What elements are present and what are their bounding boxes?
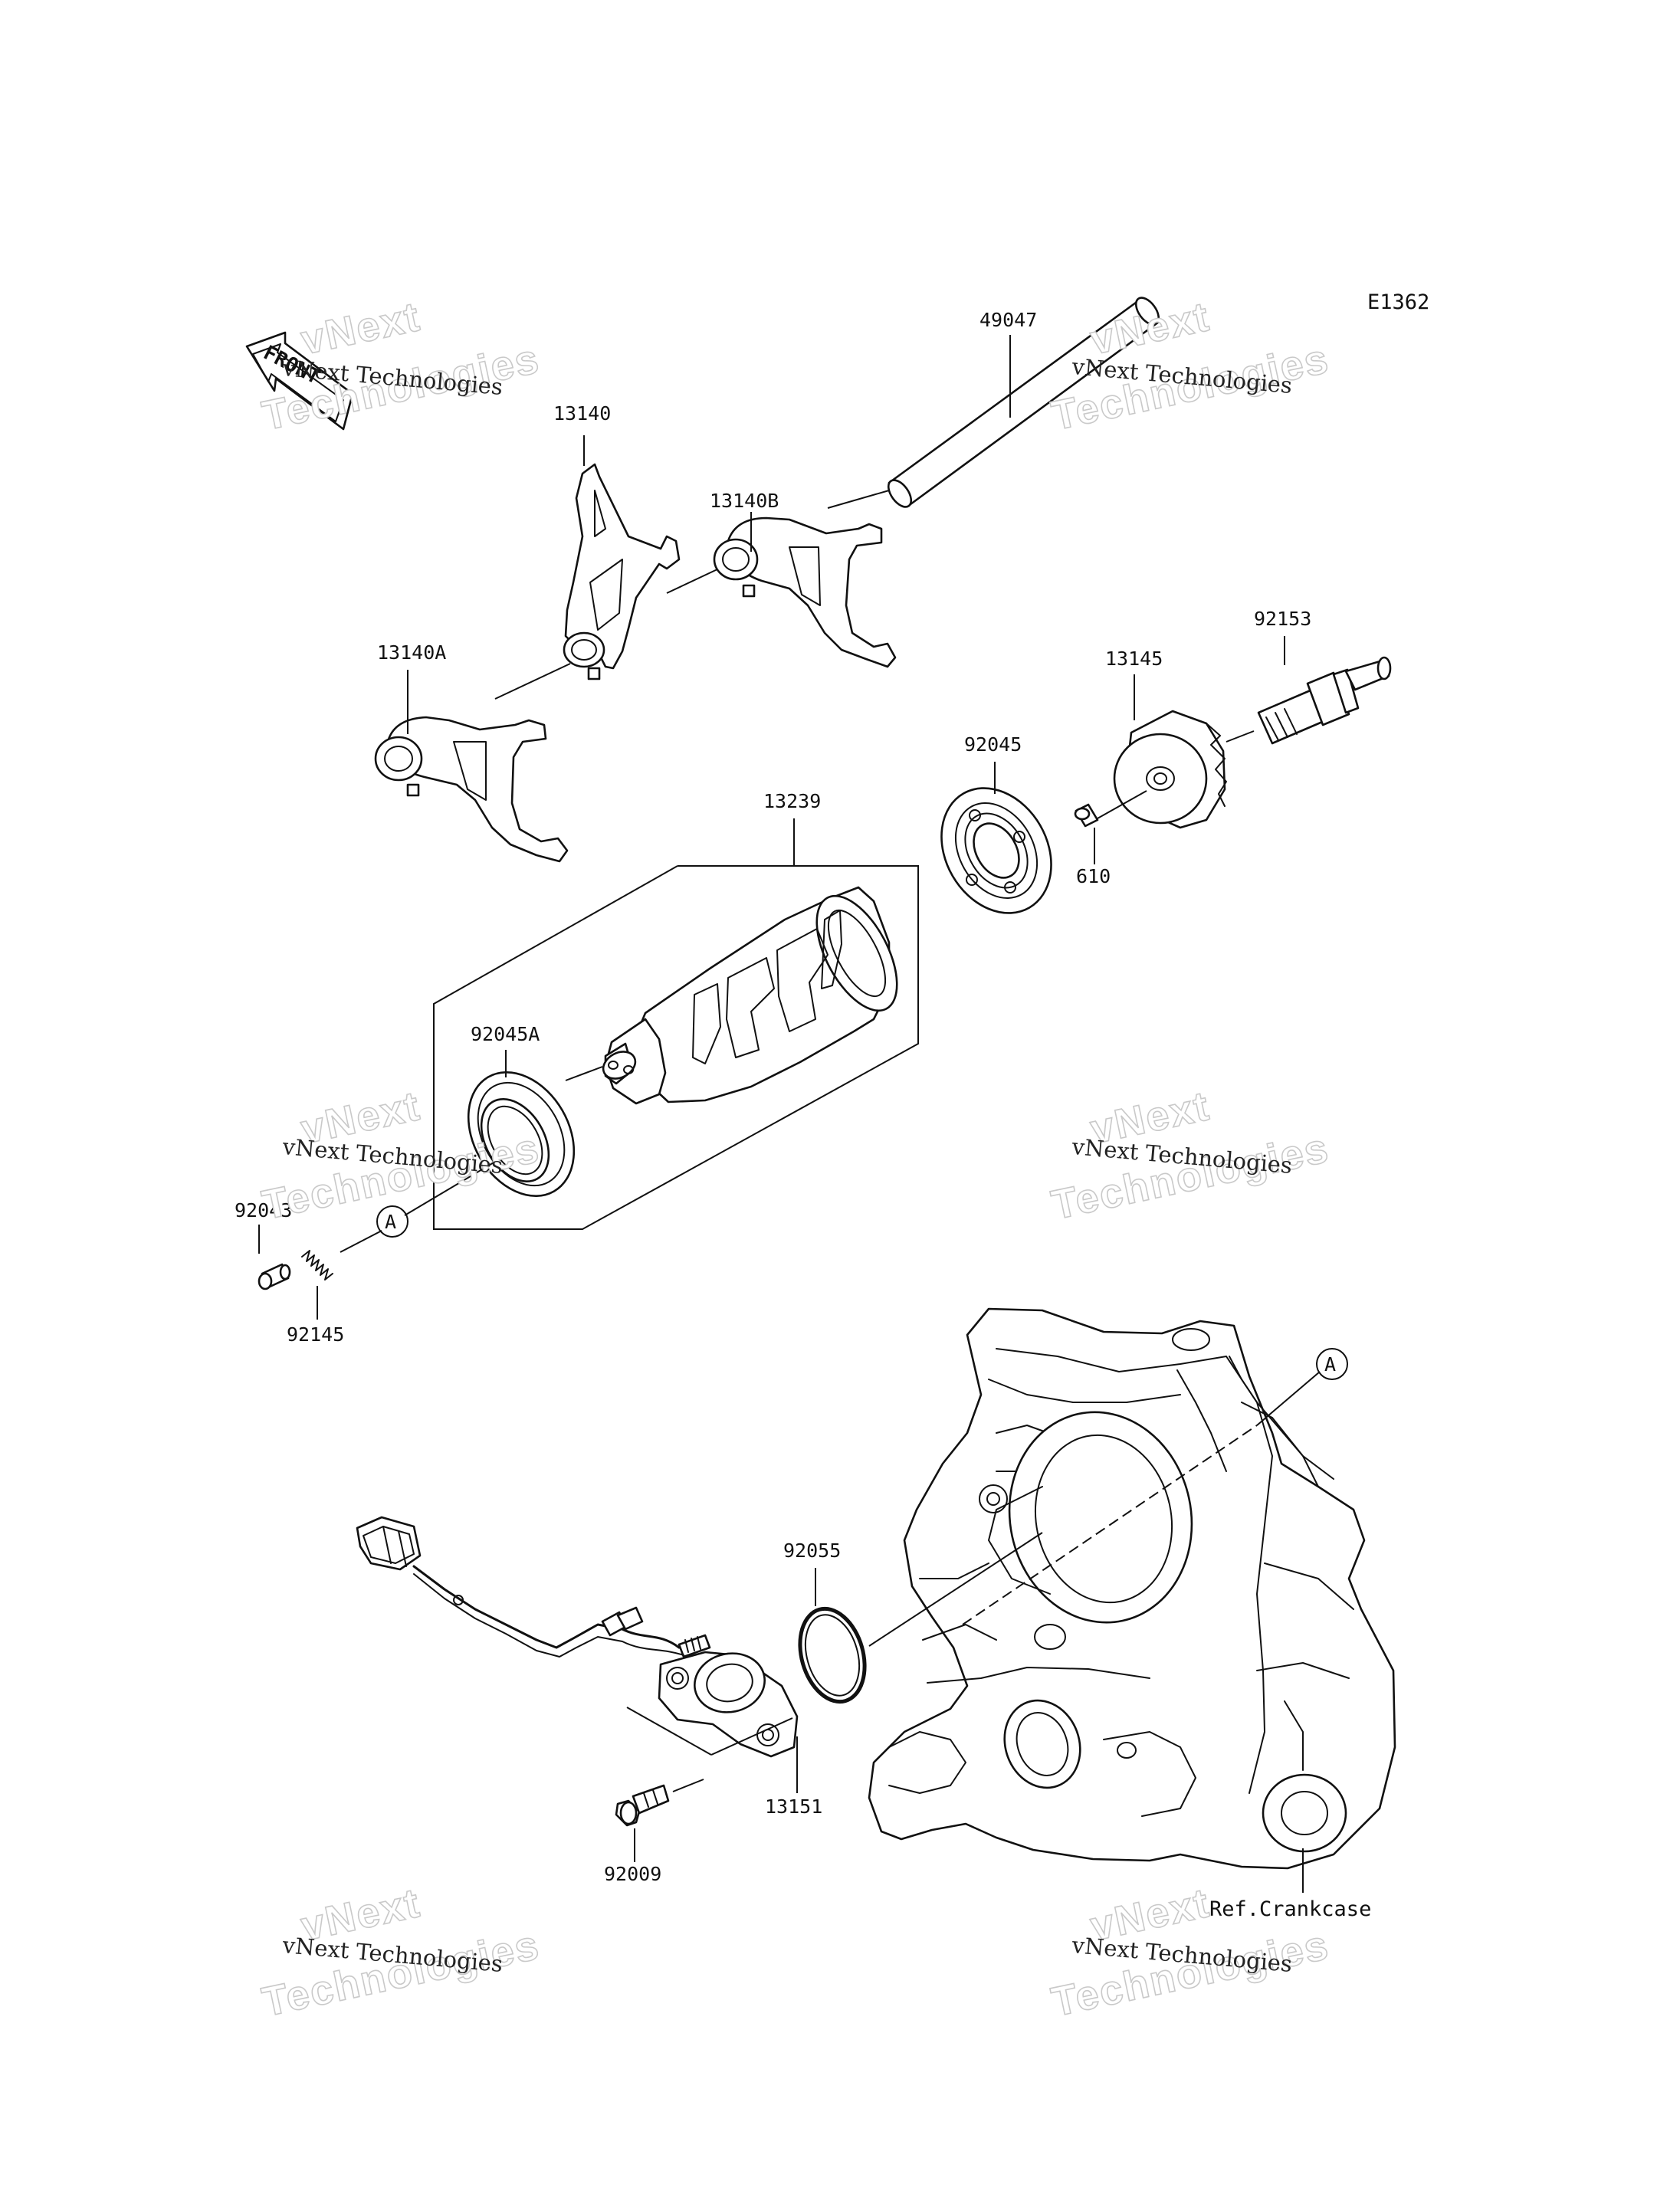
part-label-92045A: 92045A — [471, 1023, 540, 1045]
bearing-92045 — [940, 787, 1052, 914]
watermark-mid-right: vNext Technologies vNext Technologies — [1047, 1082, 1334, 1229]
part-label-92153: 92153 — [1254, 608, 1311, 630]
callout-a-right-label: A — [1324, 1353, 1336, 1376]
wiring-harness — [356, 1516, 684, 1658]
callout-a-right — [1316, 1348, 1348, 1380]
shift-rod — [827, 297, 1160, 509]
shift-fork-13140 — [494, 463, 720, 700]
crankcase — [868, 1307, 1396, 1870]
part-label-13151: 13151 — [765, 1795, 822, 1818]
axis-line — [962, 1425, 1258, 1625]
part-label-92145: 92145 — [287, 1323, 344, 1346]
ref-crankcase-label: Ref.Crankcase — [1209, 1897, 1371, 1921]
spring-92145 — [301, 1250, 333, 1280]
shift-drum-13239 — [602, 886, 898, 1105]
part-label-13140: 13140 — [553, 402, 611, 425]
box-13239 — [433, 865, 919, 1230]
bolt-92009 — [615, 1784, 670, 1827]
part-label-92055: 92055 — [783, 1540, 841, 1562]
diagram-code: E1362 — [1367, 290, 1429, 314]
shift-drum-segment-13145 — [1113, 710, 1227, 829]
watermark-bottom-right: vNext Technologies vNext Technologies — [1047, 1879, 1334, 2026]
gear-position-sensor-13151 — [658, 1634, 799, 1758]
part-label-49047: 49047 — [979, 309, 1037, 331]
pin-92153 — [1257, 656, 1392, 745]
pin-92043 — [258, 1263, 291, 1290]
callout-a-left-label: A — [385, 1211, 396, 1233]
part-label-13140B: 13140B — [710, 490, 779, 512]
watermark-bottom-left: vNext Technologies vNext Technologies — [258, 1879, 544, 2026]
part-label-610: 610 — [1076, 865, 1111, 887]
watermark-top-left: vNext Technologies vNext Technologies — [258, 293, 544, 440]
part-label-13140A: 13140A — [377, 641, 446, 664]
shift-fork-13140B — [713, 516, 897, 668]
shift-fork-13140A — [374, 716, 569, 863]
svg-text:vNext: vNext — [297, 293, 425, 363]
part-label-92009: 92009 — [604, 1863, 661, 1885]
part-label-13145: 13145 — [1105, 648, 1163, 670]
part-label-92045: 92045 — [964, 733, 1022, 756]
dowel-pin-610 — [1074, 803, 1099, 828]
bearing-92045A — [467, 1071, 576, 1197]
callout-a-left — [376, 1205, 409, 1238]
part-label-13239: 13239 — [763, 790, 821, 812]
watermark-top-right: vNext Technologies vNext Technologies — [1047, 293, 1334, 440]
part-label-92043: 92043 — [235, 1199, 292, 1221]
o-ring-92055 — [798, 1606, 867, 1704]
